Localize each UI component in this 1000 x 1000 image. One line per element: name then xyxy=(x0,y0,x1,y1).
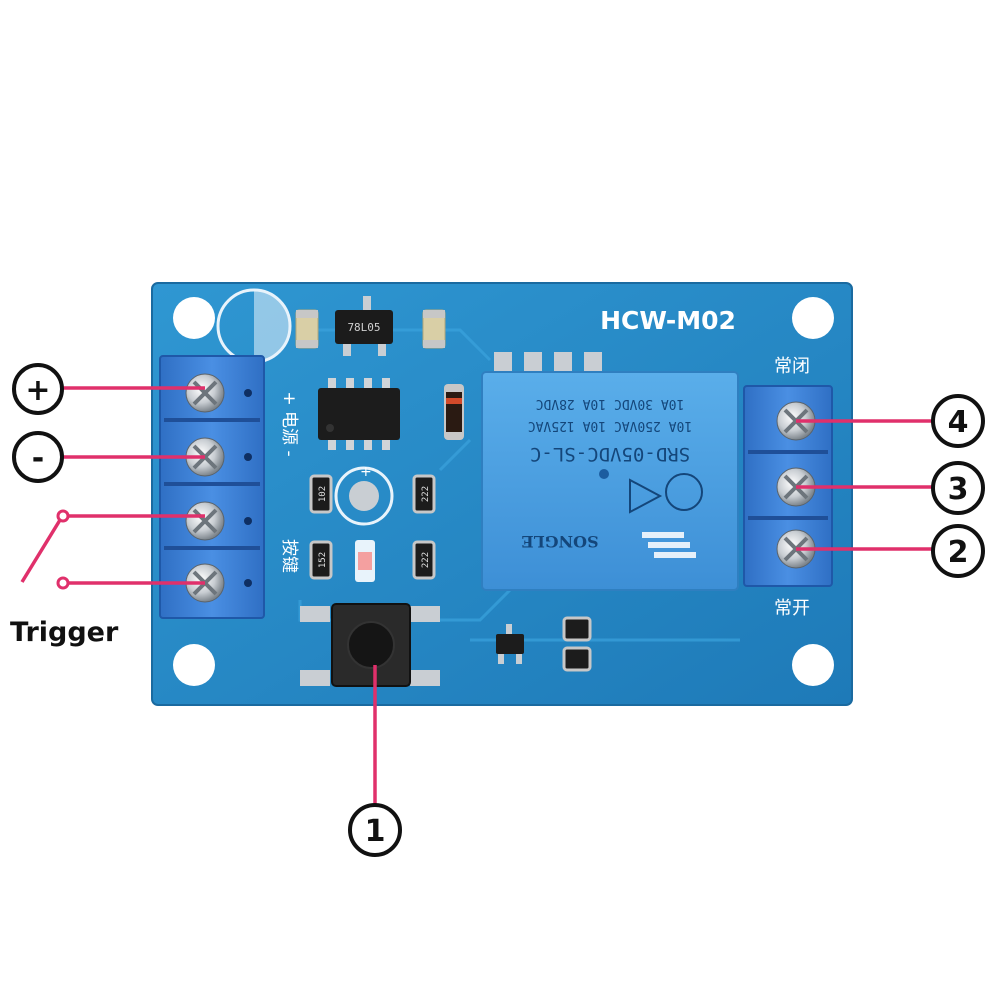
callout-2: 2 xyxy=(931,524,985,578)
svg-text:4: 4 xyxy=(948,405,969,440)
resistor-code: 222 xyxy=(421,486,431,502)
relay: SRD-05VDC-SL-C 10A 250VAC 10A 125VAC 10A… xyxy=(481,352,739,591)
mounting-hole xyxy=(173,297,215,339)
mounting-hole xyxy=(173,644,215,686)
relay-part-number: SRD-05VDC-SL-C xyxy=(530,443,690,465)
callout-plus: + xyxy=(12,363,64,415)
smd-resistor: 152 xyxy=(309,540,333,580)
svg-text:3: 3 xyxy=(948,472,969,507)
trigger-switch-contact xyxy=(56,576,70,590)
resistor-code: 222 xyxy=(421,552,431,568)
callout-1: 1 xyxy=(348,803,402,857)
cqc-mark xyxy=(665,473,703,511)
relay-brand: SONGLE xyxy=(521,532,598,551)
trigger-label: Trigger xyxy=(10,617,119,648)
trigger-switch-contact xyxy=(56,509,70,523)
svg-text:+: + xyxy=(25,373,50,408)
silk-power-label: + 电源 - xyxy=(279,391,299,456)
relay-rating-ac: 10A 250VAC 10A 125VAC xyxy=(528,418,692,433)
svg-text:1: 1 xyxy=(365,814,386,849)
svg-text:-: - xyxy=(32,441,44,476)
resistor-code: 152 xyxy=(318,552,328,568)
relay-rating-dc: 10A 30VDC 10A 28VDC xyxy=(536,396,685,411)
led-indicator xyxy=(355,540,375,582)
callout-3: 3 xyxy=(931,461,985,515)
diode xyxy=(444,384,464,440)
smd-capacitor xyxy=(295,309,319,349)
smd-resistor: 222 xyxy=(412,474,436,514)
voltage-regulator: 78L05 xyxy=(335,296,393,356)
input-terminal-block xyxy=(159,355,265,619)
resistor-code: 102 xyxy=(318,486,328,502)
regulator-label: 78L05 xyxy=(347,321,380,334)
silk-button-label: 按键 xyxy=(279,539,299,573)
callout-minus: - xyxy=(12,431,64,483)
mounting-hole xyxy=(792,297,834,339)
smd-resistor: 102 xyxy=(309,474,333,514)
smd-resistor: 222 xyxy=(412,540,436,580)
mounting-hole xyxy=(792,644,834,686)
triangle-mark xyxy=(629,478,663,514)
board-model-label: HCW-M02 xyxy=(600,306,736,335)
svg-text:2: 2 xyxy=(948,535,969,570)
electrolytic-capacitor: + xyxy=(334,464,394,526)
callout-4: 4 xyxy=(931,394,985,448)
terminal-screw xyxy=(185,501,225,541)
smd-pads xyxy=(562,616,592,672)
silk-nc-label: 常闭 xyxy=(774,356,810,377)
push-button xyxy=(300,603,440,687)
terminal-screw xyxy=(185,373,225,413)
songle-logo-icon xyxy=(642,532,696,558)
ic-chip xyxy=(318,378,400,450)
silk-no-label: 常开 xyxy=(774,598,810,619)
svg-text:+: + xyxy=(360,464,372,480)
leader-lines xyxy=(20,386,935,805)
smd-capacitor xyxy=(422,309,446,349)
transistor xyxy=(496,624,524,664)
